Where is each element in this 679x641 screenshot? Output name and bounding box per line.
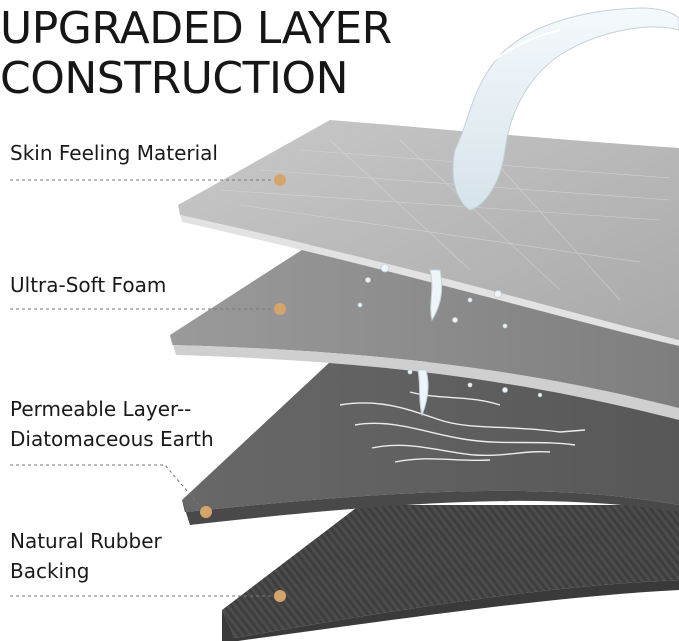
label-ultra-soft-foam: Ultra-Soft Foam — [10, 270, 166, 300]
linen-icon — [219, 139, 671, 301]
marker-dot-rubber — [274, 590, 286, 602]
markers — [200, 174, 286, 602]
label-line-2: Backing — [10, 559, 90, 583]
foam-layer — [170, 235, 679, 420]
label-line-1: Natural Rubber — [10, 529, 162, 553]
label-permeable-layer: Permeable Layer-- Diatomaceous Earth — [10, 394, 214, 454]
label-line-2: Diatomaceous Earth — [10, 427, 214, 451]
water-icon — [357, 7, 679, 417]
top-layer — [178, 120, 679, 346]
page-title: UPGRADED LAYER CONSTRUCTION — [0, 4, 392, 104]
ribbed-rubber-icon — [222, 505, 679, 638]
label-text: Ultra-Soft Foam — [10, 273, 167, 297]
label-skin-feeling-material: Skin Feeling Material — [10, 138, 218, 168]
marker-dot-earth — [200, 506, 212, 518]
marker-dot-foam — [274, 303, 286, 315]
label-text: Skin Feeling Material — [10, 141, 218, 165]
marker-dot-skin — [274, 174, 286, 186]
label-natural-rubber-backing: Natural Rubber Backing — [10, 526, 162, 586]
leader-line-earth — [10, 464, 206, 513]
title-line-1: UPGRADED LAYER — [0, 3, 392, 54]
diatomite-icon — [339, 391, 586, 463]
label-line-1: Permeable Layer-- — [10, 397, 192, 421]
rubber-layer — [222, 505, 679, 641]
title-line-2: CONSTRUCTION — [0, 53, 348, 104]
earth-layer — [182, 362, 679, 525]
leader-lines — [10, 179, 280, 597]
